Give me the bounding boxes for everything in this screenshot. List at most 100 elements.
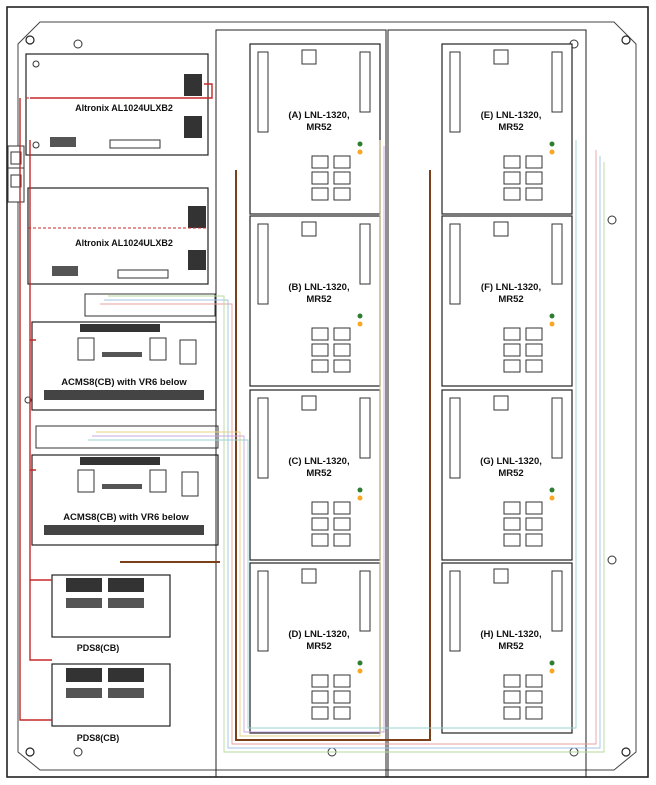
- relay-icon: [311, 517, 329, 531]
- terminal-block-icon: [80, 457, 160, 465]
- connector-icon: [493, 568, 509, 584]
- terminal-block-icon: [449, 397, 461, 479]
- relay-icon: [333, 359, 351, 373]
- led-icon: [549, 313, 555, 319]
- controller-board: [249, 389, 381, 561]
- relay-icon: [503, 359, 521, 373]
- led-icon: [549, 660, 555, 666]
- terminal-block-icon: [181, 471, 199, 497]
- controller-label-line1: (B) LNL-1320,: [288, 282, 349, 293]
- controller-board: [441, 43, 573, 215]
- relay-icon: [503, 690, 521, 704]
- relay-icon: [525, 501, 543, 515]
- controller-label-line1: (G) LNL-1320,: [480, 456, 542, 467]
- relay-icon: [525, 517, 543, 531]
- standoff-icon: [24, 39, 617, 757]
- terminal-block-icon: [188, 250, 206, 270]
- mounting-keyhole-icon: [25, 35, 631, 757]
- connector-icon: [493, 49, 509, 65]
- connector-icon: [493, 221, 509, 237]
- relay-icon: [503, 533, 521, 547]
- controller-label-line2: MR52: [306, 468, 331, 479]
- connector-icon: [301, 568, 317, 584]
- terminal-block-icon: [52, 266, 78, 276]
- relay-icon: [333, 674, 351, 688]
- relay-icon: [525, 359, 543, 373]
- relay-icon: [333, 706, 351, 720]
- relay-icon: [525, 674, 543, 688]
- led-icon: [549, 495, 555, 501]
- terminal-block-icon: [551, 397, 563, 459]
- relay-icon: [333, 517, 351, 531]
- data-wiring: [120, 170, 431, 741]
- relay-icon: [311, 690, 329, 704]
- terminal-block-icon: [108, 668, 144, 682]
- controller-label-line2: MR52: [498, 468, 523, 479]
- controller-plate-right: [387, 29, 587, 778]
- relay-icon: [311, 187, 329, 201]
- terminal-block-icon: [257, 397, 269, 479]
- led-icon: [357, 313, 363, 319]
- terminal-block-icon: [44, 525, 204, 535]
- mounting-hole-icon: [32, 60, 40, 68]
- acms-board-2-label: ACMS8(CB) with VR6 below: [63, 512, 189, 523]
- led-icon: [357, 141, 363, 147]
- controller-g: (G) LNL-1320,MR52: [441, 389, 573, 561]
- relay-icon: [77, 469, 95, 493]
- controller-c: (C) LNL-1320,MR52: [249, 389, 381, 561]
- relay-icon: [503, 517, 521, 531]
- relay-icon: [333, 690, 351, 704]
- led-icon: [549, 149, 555, 155]
- relay-icon: [149, 469, 167, 493]
- relay-icon: [311, 706, 329, 720]
- relay-icon: [333, 343, 351, 357]
- relay-icon: [525, 327, 543, 341]
- terminal-block-icon: [257, 570, 269, 652]
- terminal-block-icon: [359, 570, 371, 632]
- controller-e: (E) LNL-1320,MR52: [441, 43, 573, 215]
- led-icon: [357, 149, 363, 155]
- controller-label-line1: (D) LNL-1320,: [288, 629, 349, 640]
- controller-plate-left: [215, 29, 387, 778]
- terminal-block-icon: [257, 51, 269, 133]
- terminal-block-icon: [551, 223, 563, 285]
- relay-icon: [525, 690, 543, 704]
- terminal-block-icon: [108, 598, 144, 608]
- relay-icon: [333, 327, 351, 341]
- relay-icon: [503, 327, 521, 341]
- terminal-block-icon: [109, 139, 161, 149]
- terminal-block-icon: [117, 269, 169, 279]
- relay-icon: [503, 706, 521, 720]
- terminal-block-icon: [50, 137, 76, 147]
- controller-board: [441, 389, 573, 561]
- terminal-block-icon: [66, 668, 102, 682]
- relay-icon: [333, 187, 351, 201]
- relay-icon: [311, 343, 329, 357]
- power-wiring-dashed: [26, 97, 208, 229]
- terminal-block-icon: [359, 51, 371, 113]
- terminal-block-icon: [359, 223, 371, 285]
- terminal-block-icon: [108, 578, 144, 592]
- terminal-block-icon: [449, 51, 461, 133]
- controller-label-line2: MR52: [498, 641, 523, 652]
- pds-board-2-label: PDS8(CB): [77, 733, 120, 743]
- controller-label-line2: MR52: [498, 294, 523, 305]
- led-icon: [549, 668, 555, 674]
- terminal-block-icon: [449, 223, 461, 305]
- controller-label-line2: MR52: [306, 122, 331, 133]
- back-plate-outline: [17, 21, 637, 771]
- controller-board: [441, 562, 573, 734]
- relay-icon: [333, 155, 351, 169]
- relay-icon: [311, 674, 329, 688]
- connector-icon: [493, 395, 509, 411]
- relay-icon: [525, 187, 543, 201]
- terminal-block-icon: [359, 397, 371, 459]
- led-icon: [357, 495, 363, 501]
- relay-icon: [503, 171, 521, 185]
- terminal-block-icon: [257, 223, 269, 305]
- terminal-block-icon: [449, 570, 461, 652]
- controller-d: (D) LNL-1320,MR52: [249, 562, 381, 734]
- signal-wiring: [88, 140, 605, 753]
- terminal-block-icon: [66, 578, 102, 592]
